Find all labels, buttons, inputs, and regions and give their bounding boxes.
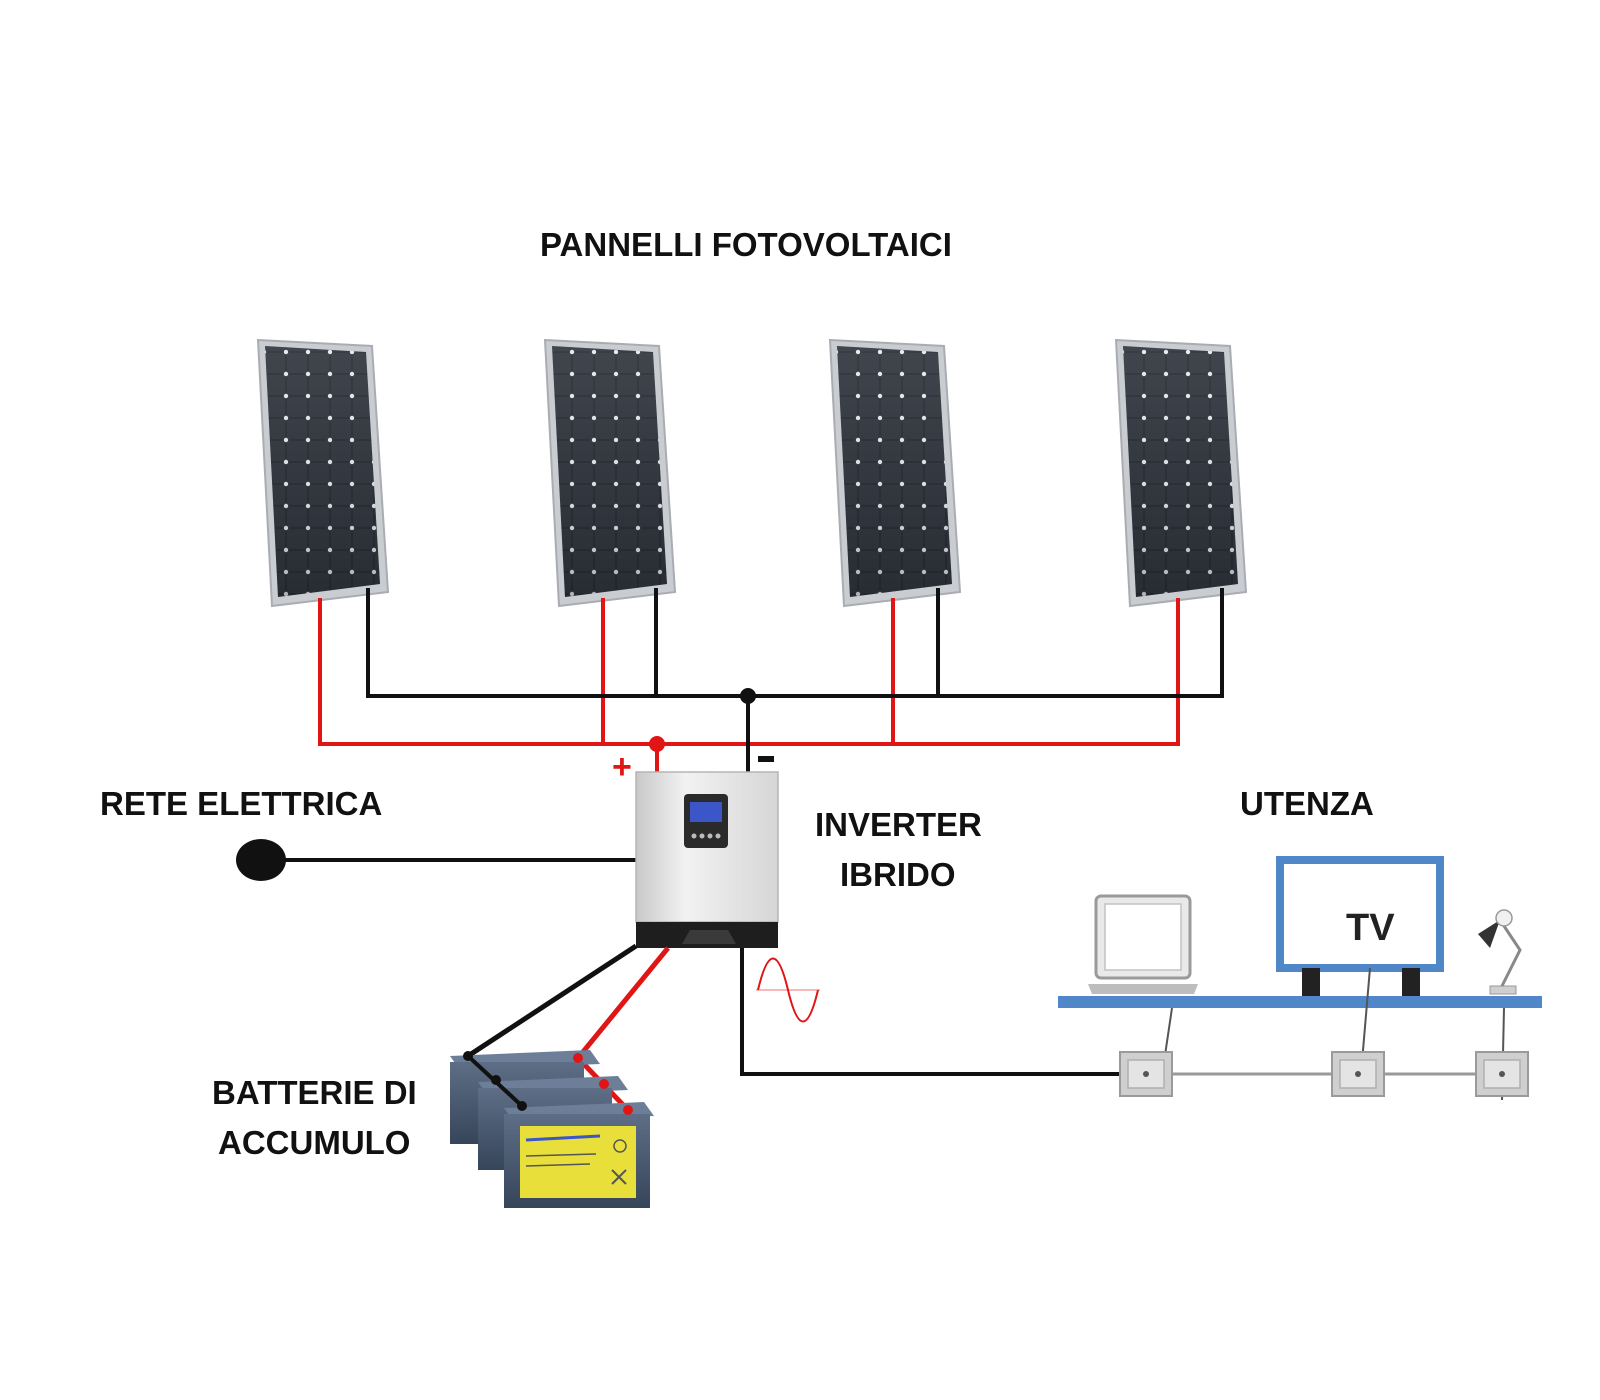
wall-socket-1: [1119, 1051, 1173, 1097]
positive-junction: [649, 736, 665, 752]
tv-label: TV: [1346, 907, 1395, 949]
inverter-label-line1: INVERTER: [815, 806, 982, 843]
lamp-icon: [1478, 909, 1522, 995]
wall-socket-3: [1475, 1051, 1529, 1097]
grid-plug-icon: [236, 839, 286, 881]
panel-4: [1114, 338, 1248, 608]
panel-3: [828, 338, 962, 608]
laptop-icon: [1088, 894, 1198, 994]
wall-socket-2: [1331, 1051, 1385, 1097]
shelf: [1058, 996, 1542, 1008]
ac-output-wire: [740, 948, 1124, 1076]
grid-label: RETE ELETTRICA: [100, 785, 382, 822]
tv-icon: TV: [1276, 856, 1444, 996]
panel-1: [256, 338, 390, 608]
plus-sign: +: [612, 748, 632, 786]
battery-bank: [450, 1050, 654, 1208]
batteries-label-line1: BATTERIE DI: [212, 1074, 417, 1111]
minus-sign: [758, 756, 774, 762]
hybrid-inverter: [635, 771, 779, 948]
panel-2: [543, 338, 677, 608]
batteries-label-line2: ACCUMULO: [218, 1124, 410, 1161]
battery-positive-wire: [576, 946, 670, 1060]
battery-negative-wire: [466, 943, 638, 1059]
diagram-title: PANNELLI FOTOVOLTAICI: [540, 226, 952, 263]
negative-dc-wiring: [366, 588, 1224, 772]
negative-junction: [740, 688, 756, 704]
battery-1: [504, 1102, 654, 1208]
inverter-display: [690, 802, 722, 822]
inverter-label-line2: IBRIDO: [840, 856, 956, 893]
loads-label: UTENZA: [1240, 785, 1374, 822]
